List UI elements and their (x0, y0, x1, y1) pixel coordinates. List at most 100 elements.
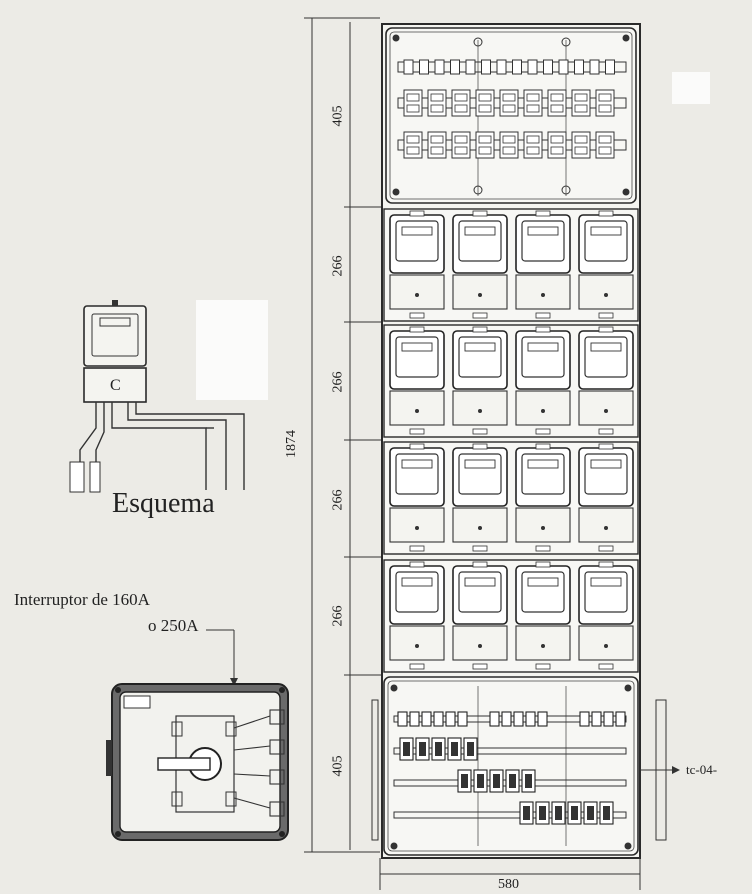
fuse-holder (579, 711, 590, 727)
terminal-block (571, 131, 591, 159)
terminal-block (512, 59, 522, 75)
fuse-holder (505, 769, 520, 793)
terminal-block (543, 59, 553, 75)
fuse-holder (513, 711, 524, 727)
terminal-block (403, 131, 423, 159)
fuse-holders (397, 711, 626, 825)
fuse-holder (501, 711, 512, 727)
fuse-holder (591, 711, 602, 727)
terminal-block (574, 59, 584, 75)
switch-label-line1: Interruptor de 160A (14, 590, 150, 609)
terminal-block (419, 59, 429, 75)
scheme-label: Esquema (112, 488, 215, 519)
fuse-holder (463, 737, 478, 761)
fuse-holder (431, 737, 446, 761)
blank-patch (672, 72, 710, 104)
fuse-holder (415, 737, 430, 761)
energy-meter (515, 326, 571, 435)
terminal-block (481, 59, 491, 75)
dim-bottom-section: 405 (330, 755, 346, 777)
terminal-block (605, 59, 615, 75)
terminal-block (523, 131, 543, 159)
busbar-terminals (403, 59, 615, 159)
fuse-holder (473, 769, 488, 793)
fuse-holder (421, 711, 432, 727)
terminal-block (451, 89, 471, 117)
meter-row (383, 441, 639, 555)
fuse-holder (457, 711, 468, 727)
energy-meter (515, 443, 571, 552)
terminal-block (595, 131, 615, 159)
meter-row (383, 324, 639, 438)
terminal-block (475, 89, 495, 117)
terminal-block (496, 59, 507, 75)
dim-total-height: 1874 (284, 430, 299, 458)
meter-scheme (69, 300, 245, 493)
fuse-holder (535, 801, 550, 825)
energy-meter (578, 326, 634, 435)
meter-letter-label: C (110, 377, 121, 394)
terminal-block (499, 89, 519, 117)
terminal-block (403, 59, 414, 75)
fuse-holder (603, 711, 614, 727)
switch-label-line2: o 250A (148, 616, 199, 635)
energy-meter (578, 210, 634, 319)
energy-meter (515, 561, 571, 670)
terminal-block (523, 89, 543, 117)
energy-meter (578, 561, 634, 670)
energy-meter (452, 443, 508, 552)
fuse-holder (445, 711, 456, 727)
blank-patch (196, 300, 268, 400)
fuse-holder (567, 801, 582, 825)
dim-top-section: 405 (330, 105, 346, 127)
terminal-block (547, 131, 567, 159)
fuse-holder (537, 711, 548, 727)
terminal-block (434, 59, 445, 75)
fuse-holder (551, 801, 566, 825)
terminal-block (571, 89, 591, 117)
dimension-lines (304, 17, 641, 890)
terminal-block (475, 131, 495, 159)
fuse-holder (583, 801, 598, 825)
fuse-holder (433, 711, 444, 727)
dim-meter-row-2: 266 (330, 371, 346, 393)
fuse-holder (615, 711, 626, 727)
dim-meter-row-3: 266 (330, 489, 346, 511)
energy-meter (452, 210, 508, 319)
dim-width: 580 (498, 877, 519, 892)
fuse-holder (599, 801, 614, 825)
energy-meter (389, 443, 445, 552)
terminal-block (450, 59, 460, 75)
fuse-holder (409, 711, 420, 727)
dim-meter-row-1: 266 (330, 255, 346, 277)
fuse-holder (489, 711, 500, 727)
side-ref-label: tc-04- (686, 762, 718, 777)
energy-meter (389, 561, 445, 670)
meter-row (383, 208, 639, 322)
fuse-holder (489, 769, 504, 793)
meter-row (383, 559, 639, 673)
energy-meter (389, 210, 445, 319)
energy-meter (578, 443, 634, 552)
terminal-block (558, 59, 569, 75)
bottom-distribution-module (371, 676, 680, 856)
dim-meter-row-4: 266 (330, 605, 346, 627)
terminal-block (589, 59, 600, 75)
main-switch (106, 629, 289, 841)
energy-meter (452, 326, 508, 435)
terminal-block (499, 131, 519, 159)
meter-rows (383, 208, 639, 673)
fuse-holder (521, 769, 536, 793)
terminal-block (595, 89, 615, 117)
fuse-holder (447, 737, 462, 761)
terminal-block (427, 89, 447, 117)
fuse-holder (397, 711, 408, 727)
terminal-block (451, 131, 471, 159)
energy-meter (389, 326, 445, 435)
terminal-block (547, 89, 567, 117)
fuse-holder (525, 711, 536, 727)
terminal-block (527, 59, 538, 75)
fuse-holder (519, 801, 534, 825)
